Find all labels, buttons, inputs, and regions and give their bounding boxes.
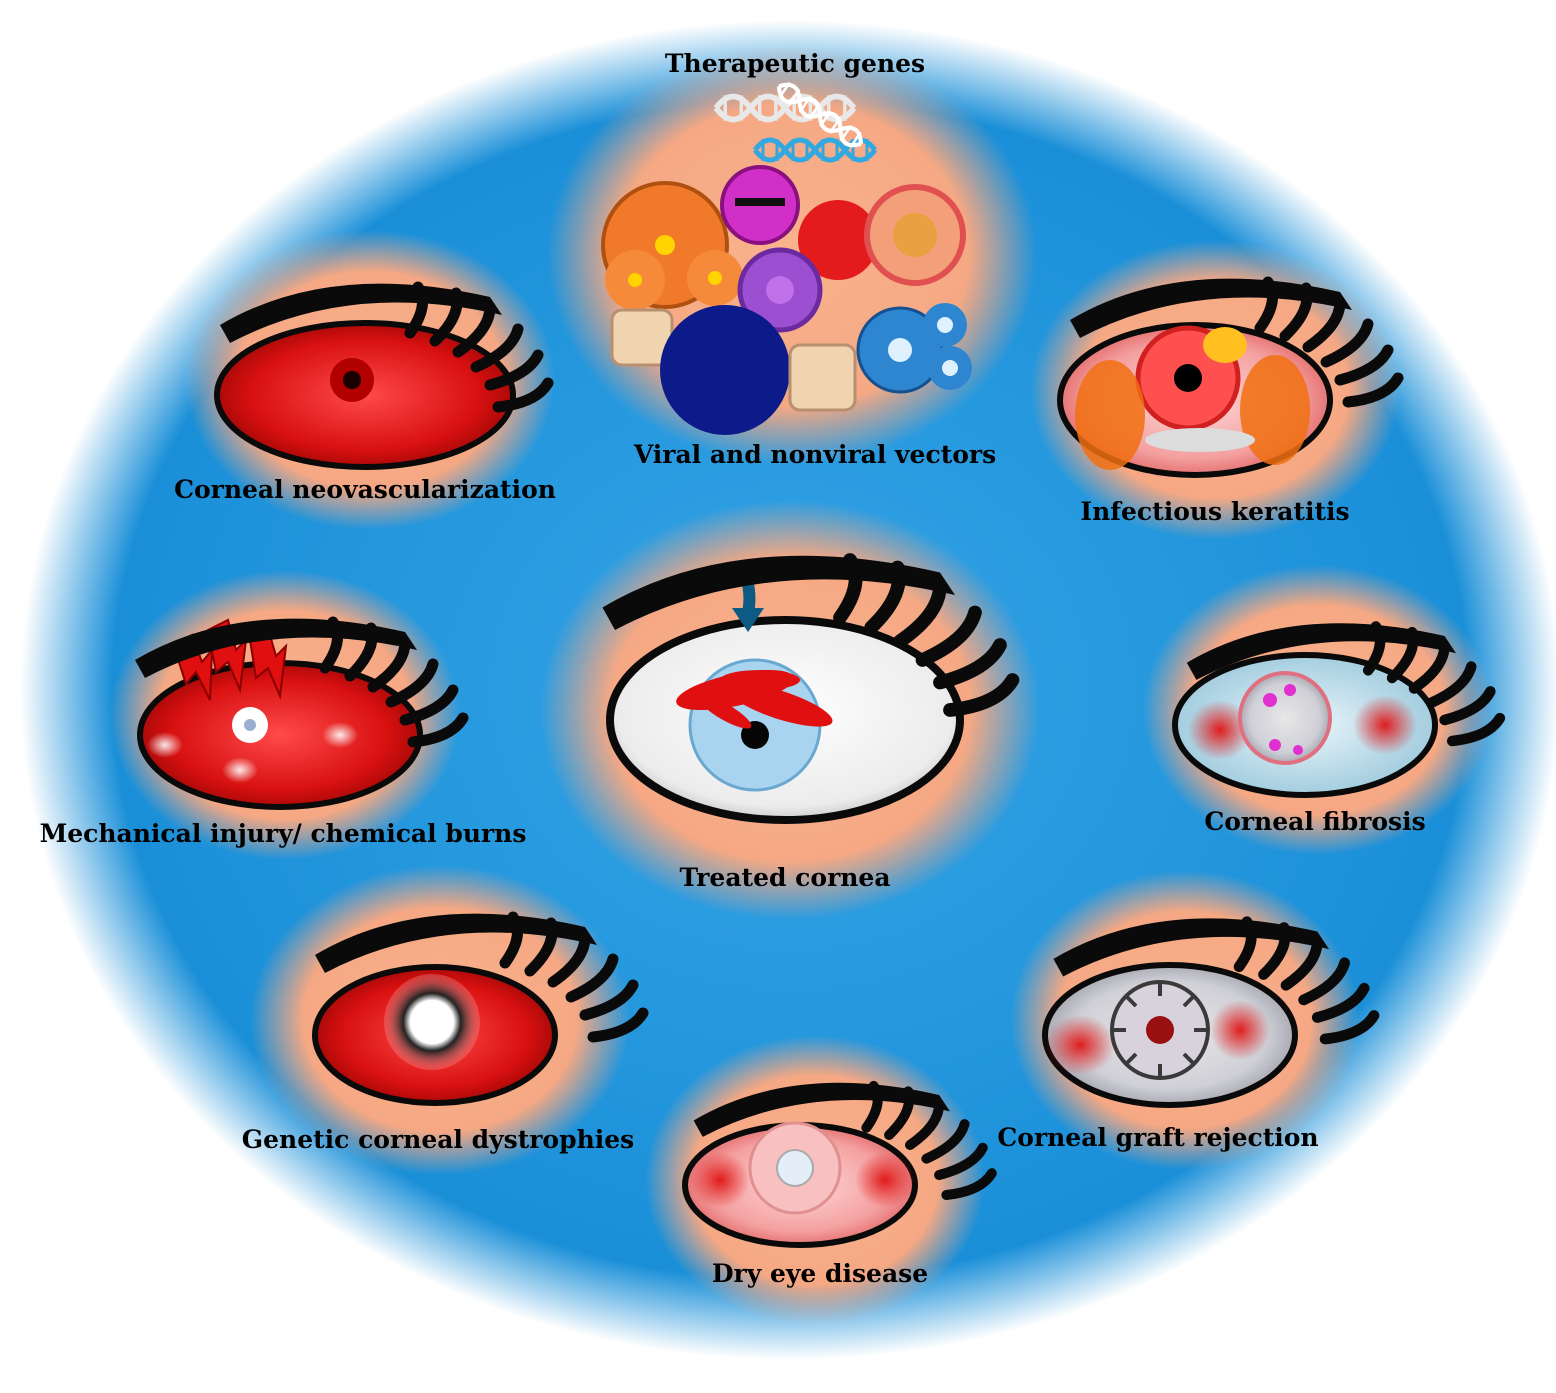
eye-graft-rejection: Corneal graft rejection <box>997 870 1374 1170</box>
vectors-genes-group: Therapeutic genes Viral and nonviral vec… <box>547 45 1037 469</box>
eye-infectious-keratitis: Infectious keratitis <box>1030 240 1400 540</box>
graft-label: Corneal graft rejection <box>997 1123 1318 1152</box>
eye-corneal-neovascularization: Corneal neovascularization <box>174 230 556 530</box>
neovascularization-label: Corneal neovascularization <box>174 475 556 504</box>
eye-corneal-fibrosis: Corneal fibrosis <box>1143 565 1500 855</box>
vector-particle-icon <box>601 165 972 435</box>
vectors-label: Viral and nonviral vectors <box>633 440 996 469</box>
fibrosis-label: Corneal fibrosis <box>1204 807 1425 836</box>
eye-mechanical-injury: Mechanical injury/ chemical burns <box>40 570 527 860</box>
eye-dry-eye-disease: Dry eye disease <box>645 1035 992 1325</box>
treated-cornea-label: Treated cornea <box>679 863 890 892</box>
eye-genetic-dystrophies: Genetic corneal dystrophies <box>242 865 643 1175</box>
therapeutic-genes-label: Therapeutic genes <box>665 49 925 78</box>
dry-eye-label: Dry eye disease <box>712 1259 928 1288</box>
eye-treated-cornea: Treated cornea <box>540 500 1040 920</box>
keratitis-label: Infectious keratitis <box>1080 497 1349 526</box>
dystrophies-label: Genetic corneal dystrophies <box>242 1125 634 1154</box>
injury-label: Mechanical injury/ chemical burns <box>40 819 527 848</box>
